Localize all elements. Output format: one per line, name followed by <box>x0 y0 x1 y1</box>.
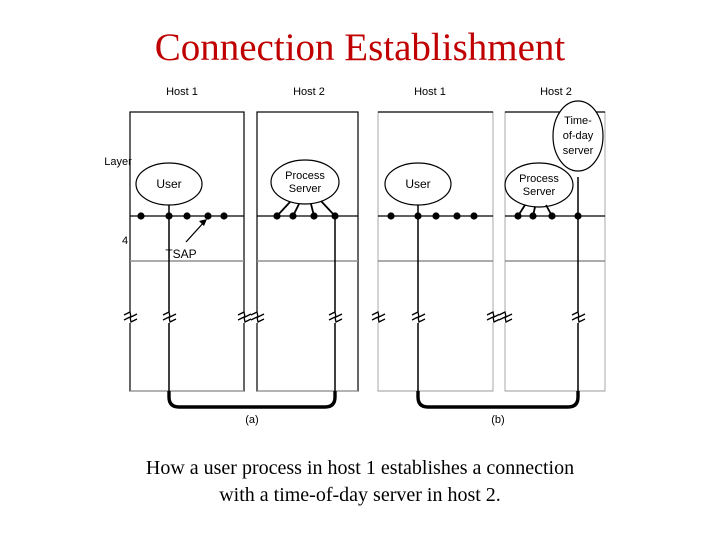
panel-b: Host 1 User <box>371 86 606 426</box>
panel-a-host1-tsap-dot <box>137 212 145 220</box>
caption-line-1: How a user process in host 1 establishes… <box>145 457 575 479</box>
panel-b-host2-break-symbol-left <box>498 311 513 323</box>
panel-b-host2-tsap-dot <box>514 212 522 220</box>
panel-a-host1-tsap-dot <box>220 212 228 220</box>
panel-a: Host 1 User <box>123 86 359 426</box>
panel-a-host1-break-symbol-right <box>237 311 252 323</box>
panel-a-host1-tsap-dot <box>183 212 191 220</box>
page-title: Connection Establishment <box>154 26 566 69</box>
panel-b-connection-connector <box>416 391 580 409</box>
panel-a-sublabel: (a) <box>245 414 258 426</box>
panel-b-host1-tsap-dot <box>432 212 440 220</box>
layer-number-label: 4 <box>122 235 128 247</box>
panel-a-host2-tsap-dot <box>310 212 318 220</box>
panel-a-host1-user-label: User <box>156 177 181 191</box>
panel-b-host1-tsap-dot <box>387 212 395 220</box>
panel-b-host2-timeofday-server-oval <box>552 100 604 172</box>
panel-b-host2-todserver-line3: server <box>563 145 594 157</box>
panel-a-host2-process-label: Process <box>285 170 325 182</box>
panel-b-host1: Host 1 User <box>371 86 501 392</box>
connection-establishment-diagram: Layer 4 Host 1 <box>78 84 638 429</box>
tsap-pointer-arrowhead <box>199 219 207 226</box>
panel-b-host1-tsap-dot <box>414 212 422 220</box>
panel-b-host2-header: Host 2 <box>540 86 572 98</box>
panel-b-host1-break-symbol-left <box>371 311 386 323</box>
tsap-label: TSAP <box>165 247 196 261</box>
panel-a-host1-tsap-dot <box>204 212 212 220</box>
panel-b-host1-break-symbol-conn <box>411 311 426 323</box>
panel-a-host1-header: Host 1 <box>166 86 198 98</box>
panel-a-host2-header: Host 2 <box>293 86 325 98</box>
tsap-pointer-line <box>185 220 206 243</box>
panel-a-host2-break-symbol-conn <box>328 311 343 323</box>
panel-b-host1-break-symbol-right <box>486 311 501 323</box>
diagram-svg: Layer 4 Host 1 <box>104 86 606 426</box>
panel-b-host1-user-label: User <box>405 177 430 191</box>
panel-b-host2-tsap-dot <box>529 212 537 220</box>
panel-b-host2-tsap-dot <box>548 212 556 220</box>
panel-a-host2-box <box>256 111 359 392</box>
slide-caption: How a user process in host 1 establishes… <box>60 455 660 509</box>
panel-a-host1-break-symbol-left <box>123 311 138 323</box>
panel-b-host2-process-server-oval <box>504 162 574 208</box>
panel-b-host1-tsap-dot <box>453 212 461 220</box>
panel-a-host2-tsap-dot <box>273 212 281 220</box>
panel-a-host1-break-symbol-conn <box>162 311 177 323</box>
panel-b-host1-header: Host 1 <box>414 86 446 98</box>
panel-b-host2-todserver-line2: of-day <box>563 130 594 142</box>
panel-b-host1-box <box>377 111 494 392</box>
panel-a-connection-connector <box>167 391 337 409</box>
panel-a-host1-tsap-dot <box>165 212 173 220</box>
panel-a-host2-break-symbol-left <box>250 311 265 323</box>
panel-a-host2: Host 2 Process Server <box>250 86 359 392</box>
panel-a-host1: Host 1 User <box>123 86 252 392</box>
caption-line-2: with a time-of-day server in host 2. <box>219 484 501 506</box>
layer-axis-label: Layer <box>104 156 132 168</box>
panel-a-host2-process-server-oval <box>270 159 340 205</box>
panel-b-host2-tsap-dot <box>574 212 582 220</box>
panel-b-host2-break-symbol-conn <box>571 311 586 323</box>
panel-a-host2-server-label: Server <box>289 183 322 195</box>
panel-b-sublabel: (b) <box>491 414 504 426</box>
panel-b-host1-tsap-dot <box>470 212 478 220</box>
panel-b-host2-server-label: Server <box>523 186 556 198</box>
panel-b-host2-process-label: Process <box>519 173 559 185</box>
panel-a-host2-tsap-dot <box>289 212 297 220</box>
panel-b-host2: Host 2 Process Server Time- of-day <box>498 86 606 392</box>
panel-b-host2-todserver-line1: Time- <box>564 115 592 127</box>
